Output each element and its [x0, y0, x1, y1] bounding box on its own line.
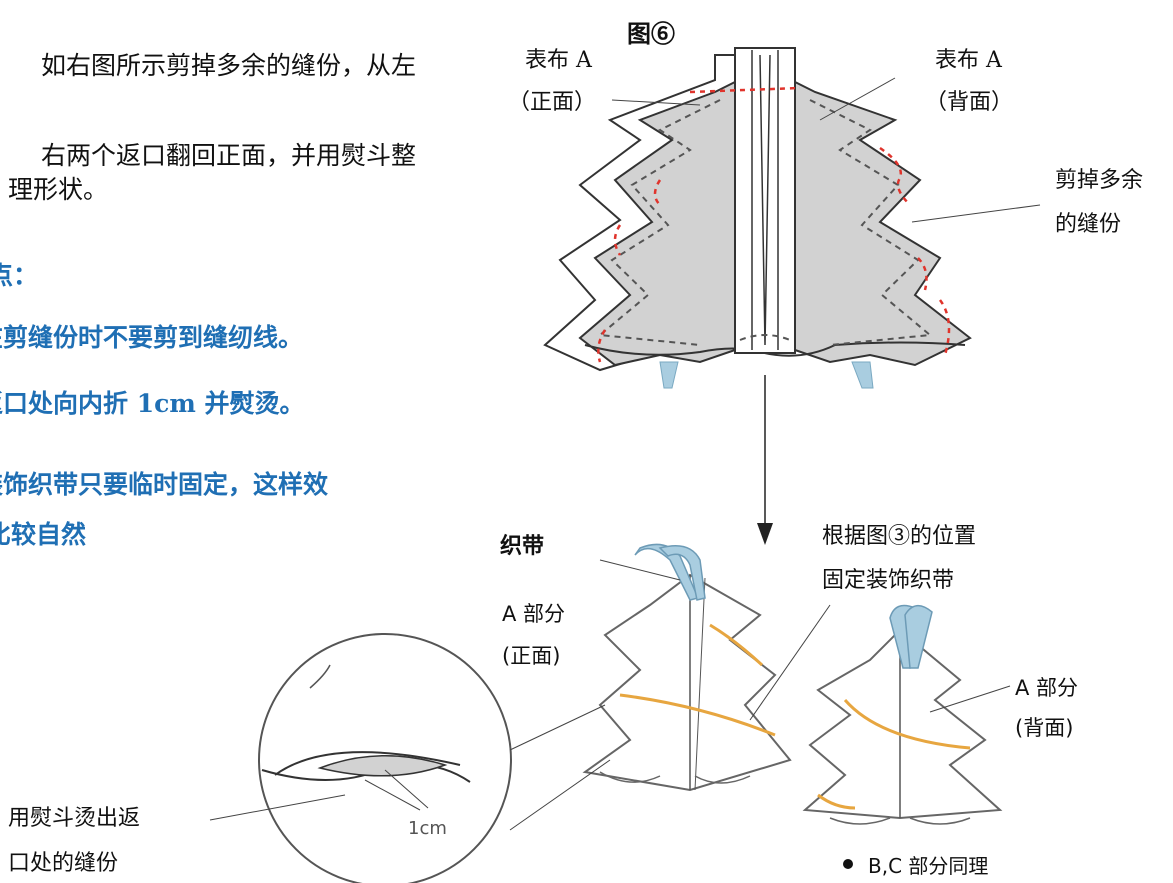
instruction-line-1: 如右图所示剪掉多余的缝份，从左: [41, 51, 417, 80]
label-back-fabric: 表布 A: [935, 48, 1002, 73]
tree-a-front: [582, 543, 831, 792]
instruction-line-2: 右两个返口翻回正面，并用熨斗整: [41, 141, 417, 170]
label-position-1: 根据图③的位置: [822, 524, 977, 549]
label-a-back-1: A 部分: [1015, 676, 1079, 700]
left-panel: [578, 80, 736, 367]
label-ribbon: 织带: [500, 533, 545, 559]
label-a-back-2: (背面): [1015, 716, 1074, 740]
label-front-fabric: 表布 A: [525, 48, 592, 73]
label-back-side: （背面）: [925, 90, 1014, 115]
tree-a-back: [802, 604, 1011, 825]
label-front-side: （正面）: [508, 90, 597, 115]
caption-iron-2: 口处的缝份: [8, 851, 119, 876]
right-panel: [794, 80, 972, 367]
detail-magnifier: [209, 633, 611, 883]
tip-item-1: 在剪缝份时不要剪到缝纫线。: [0, 323, 304, 352]
label-1cm: 1cm: [408, 818, 447, 839]
note-bullet: [843, 859, 853, 869]
label-position-2: 固定装饰织带: [822, 568, 955, 593]
figure6-title: 图⑥: [627, 19, 675, 48]
tip-item-2: 返口处向内折 1cm 并熨烫。: [0, 389, 305, 418]
label-a-front-2: (正面): [502, 644, 561, 668]
instruction-line-3: 理形状。: [8, 175, 109, 204]
label-trim-2: 的缝份: [1055, 212, 1122, 237]
tip-item-3a: 装饰织带只要临时固定，这样效: [0, 470, 329, 499]
figure6-tree: [543, 47, 1041, 389]
tips-heading: 点：: [0, 261, 39, 290]
caption-iron-1: 用熨斗烫出返: [8, 806, 141, 831]
label-a-front-1: A 部分: [502, 602, 566, 626]
arrow-down-icon: [757, 523, 773, 545]
magnifier-connectors: [509, 704, 611, 831]
label-same-note: B,C 部分同理: [868, 854, 989, 878]
label-trim-1: 剪掉多余: [1055, 168, 1144, 193]
tip-item-3b: 比较自然: [0, 520, 87, 549]
